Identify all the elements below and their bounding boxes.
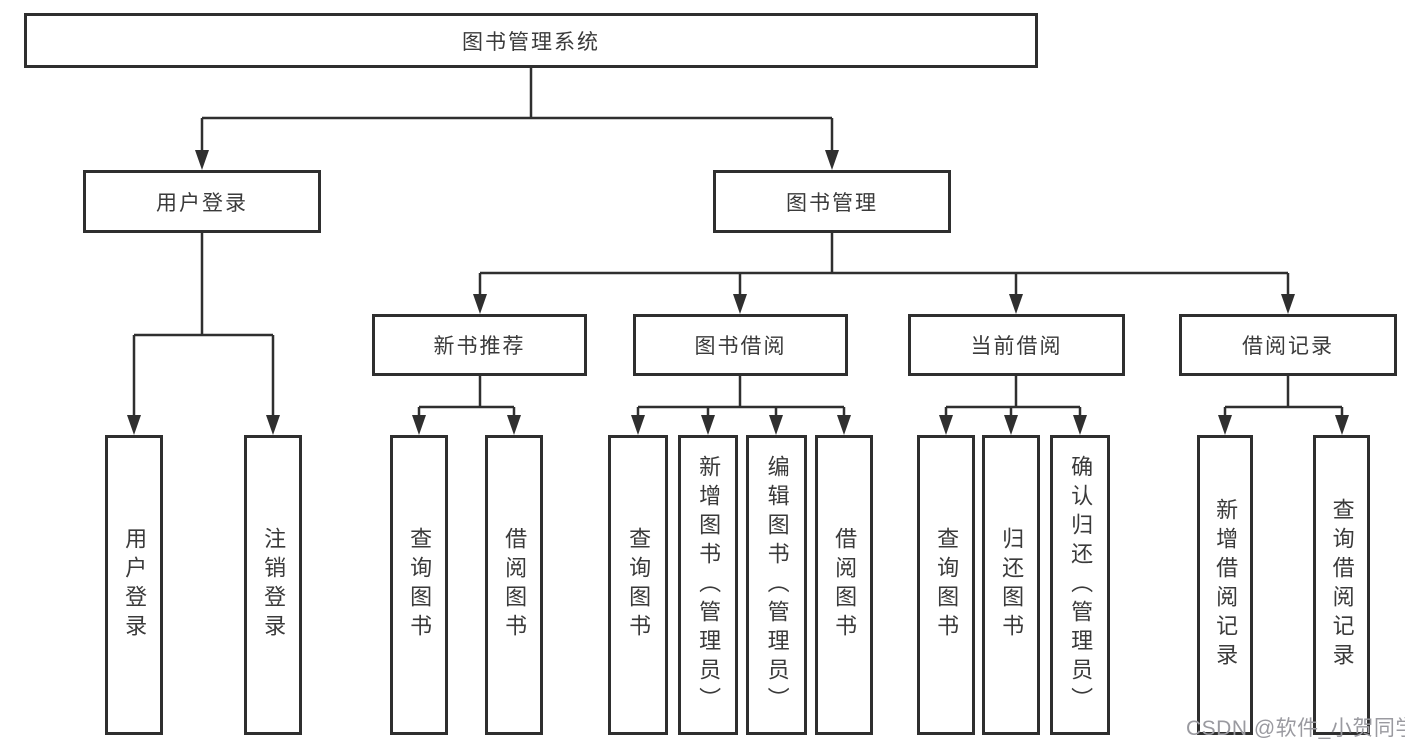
leaf-logout: 注销登录 bbox=[244, 435, 302, 735]
leaf-add-borrow-record: 新增借阅记录 bbox=[1197, 435, 1253, 735]
node-current-borrowing: 当前借阅 bbox=[908, 314, 1125, 376]
node-user-login: 用户登录 bbox=[83, 170, 321, 233]
node-library-management-system: 图书管理系统 bbox=[24, 13, 1038, 68]
node-new-book-recommendation: 新书推荐 bbox=[372, 314, 587, 376]
leaf-query-books: 查询图书 bbox=[390, 435, 448, 735]
watermark: CSDN @软件_小贺同学 bbox=[1186, 717, 1405, 740]
leaf-add-books-admin: 新增图书（管理员） bbox=[678, 435, 738, 735]
leaf-query-borrow-record: 查询借阅记录 bbox=[1313, 435, 1370, 735]
leaf-query-books: 查询图书 bbox=[917, 435, 975, 735]
leaf-return-books: 归还图书 bbox=[982, 435, 1040, 735]
node-borrowing-records: 借阅记录 bbox=[1179, 314, 1397, 376]
leaf-query-books: 查询图书 bbox=[608, 435, 668, 735]
leaf-user-login: 用户登录 bbox=[105, 435, 163, 735]
node-book-management: 图书管理 bbox=[713, 170, 951, 233]
leaf-confirm-return-admin: 确认归还（管理员） bbox=[1050, 435, 1110, 735]
leaf-borrow-books: 借阅图书 bbox=[485, 435, 543, 735]
leaf-edit-books-admin: 编辑图书（管理员） bbox=[746, 435, 807, 735]
leaf-borrow-books: 借阅图书 bbox=[815, 435, 873, 735]
node-book-borrowing: 图书借阅 bbox=[633, 314, 848, 376]
